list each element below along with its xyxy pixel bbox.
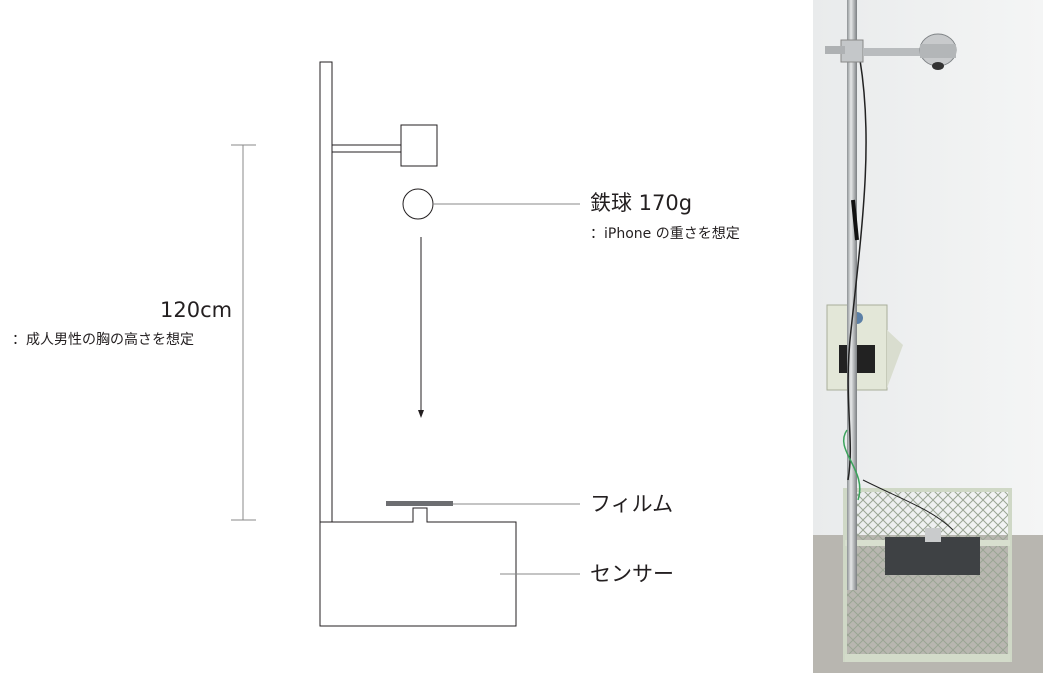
arm xyxy=(331,144,402,153)
steel-pole xyxy=(847,0,857,590)
camera-box xyxy=(400,124,438,167)
steel-ball-note-label: ：iPhone の重さを想定 xyxy=(590,226,740,242)
height-value-label: 120cm xyxy=(160,298,233,322)
camera-arm xyxy=(863,48,923,56)
fall-arrow-head xyxy=(418,410,424,418)
pole xyxy=(319,61,333,523)
sensor-box xyxy=(319,507,517,627)
steel-ball xyxy=(402,188,434,220)
apparatus-photo xyxy=(813,0,1043,673)
diagram-drawing xyxy=(231,61,580,627)
film xyxy=(386,501,453,506)
sensor-label: センサー xyxy=(590,562,674,586)
film-label: フィルム xyxy=(590,492,674,516)
sensor-device xyxy=(885,537,980,575)
height-note-label: ：成人男性の胸の高さを想定 xyxy=(12,332,194,348)
steel-ball-label: 鉄球 170g xyxy=(590,191,693,215)
